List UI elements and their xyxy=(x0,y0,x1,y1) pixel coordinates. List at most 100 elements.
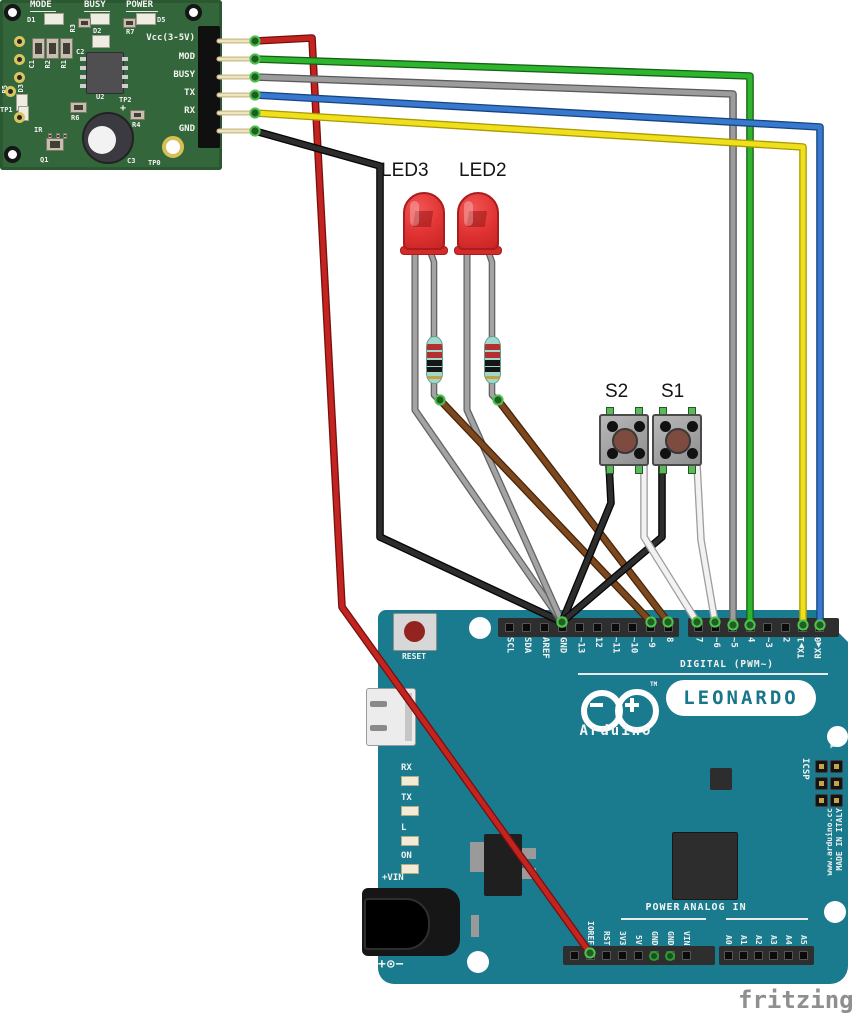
logo-minus-icon xyxy=(590,703,603,707)
arduino-wordmark: Arduino xyxy=(579,723,653,739)
mounting-hole xyxy=(467,951,489,973)
ic-pin xyxy=(122,84,128,88)
mounting-hole xyxy=(162,136,184,158)
silkscreen-line xyxy=(578,673,828,675)
smd-chip xyxy=(48,133,52,139)
smd-chip xyxy=(92,35,110,48)
wire-connector-ring xyxy=(645,616,657,628)
smd-chip xyxy=(70,102,87,113)
s2-label: S2 xyxy=(605,381,629,402)
module-silkscreen-R7: R7 xyxy=(126,28,135,36)
gnd-pin-dot xyxy=(649,950,659,961)
status-led-label-ON: ON xyxy=(401,851,412,861)
mcu-chip xyxy=(672,832,738,900)
via-hole xyxy=(14,112,25,123)
smd-chip xyxy=(78,18,91,28)
pin-AREF xyxy=(539,623,549,632)
wire-connector-ring xyxy=(249,71,261,83)
via-hole xyxy=(5,86,16,97)
smd-chip xyxy=(46,38,59,59)
module-silkscreen-MODE: MODE xyxy=(30,0,52,10)
status-led-label-TX: TX xyxy=(401,793,412,803)
pin-5V xyxy=(633,951,643,960)
icsp-pin xyxy=(815,794,828,807)
pin-label-GND: GND xyxy=(666,930,675,945)
button-corner-pin xyxy=(634,421,645,432)
pin-label-~10: ~10 xyxy=(628,637,639,654)
status-led-chip-ON xyxy=(401,864,419,874)
module-silkscreen-C3: C3 xyxy=(127,157,136,165)
module-pin-label-gnd: GND xyxy=(178,124,195,134)
ic-pin xyxy=(80,75,86,79)
pin-label-A3: A3 xyxy=(769,935,778,945)
digital-header-a xyxy=(498,618,679,637)
fritzing-watermark: fritzing xyxy=(738,986,854,1014)
icsp-pin xyxy=(815,760,828,773)
wire-connector-ring xyxy=(492,394,504,406)
smd-led xyxy=(136,13,156,25)
pin-label-SCL: SCL xyxy=(504,637,515,654)
wire-connector-ring xyxy=(556,616,568,628)
button-corner-pin xyxy=(687,421,698,432)
silkscreen-line xyxy=(84,11,110,12)
wire-connector-ring xyxy=(814,619,826,631)
smd-led xyxy=(44,13,64,25)
pin-label-~6: ~6 xyxy=(710,637,721,648)
pin-label-~11: ~11 xyxy=(610,637,621,654)
smd-chip xyxy=(60,38,73,59)
button-corner-pin xyxy=(607,448,618,459)
regulator-pin xyxy=(522,848,536,859)
status-led-chip-RX xyxy=(401,776,419,786)
wire-connector-ring xyxy=(434,394,446,406)
pin-label-A5: A5 xyxy=(799,935,808,945)
power-jack-opening xyxy=(364,898,430,950)
module-silkscreen-TP0: TP0 xyxy=(148,159,161,167)
icsp-pin xyxy=(830,777,843,790)
status-led-label-L: L xyxy=(401,823,407,833)
button-body xyxy=(599,414,649,466)
module-silkscreen-C2: C2 xyxy=(76,48,85,56)
pin-label-A2: A2 xyxy=(754,935,763,945)
wire-connector-ring xyxy=(727,619,739,631)
pin-label-VIN: VIN xyxy=(682,930,691,945)
smd-chip xyxy=(123,18,136,28)
smd-chip xyxy=(63,133,67,139)
module-pin-label-tx: TX xyxy=(184,88,195,98)
status-led-chip-TX xyxy=(401,806,419,816)
pin-label-7: 7 xyxy=(693,637,704,643)
pin-label-GND: GND xyxy=(557,637,568,654)
pin-label-A0: A0 xyxy=(724,935,733,945)
wire-connector-ring xyxy=(249,125,261,137)
mounting-hole xyxy=(824,901,846,923)
usb-pin xyxy=(370,725,387,731)
mounting-hole xyxy=(469,617,491,639)
pin-A3 xyxy=(768,951,778,960)
silkscreen-line xyxy=(621,918,706,920)
ic-pin xyxy=(122,66,128,70)
gnd-pin-dot xyxy=(665,950,675,961)
module-silkscreen-IR: IR xyxy=(34,126,43,134)
wire-connector-ring xyxy=(744,619,756,631)
pin-2 xyxy=(780,623,790,632)
smd-chip xyxy=(130,110,145,120)
via-hole xyxy=(14,54,25,65)
led3-label: LED3 xyxy=(381,160,429,181)
pin-SDA xyxy=(522,623,532,632)
module-pin-label-mod: MOD xyxy=(178,52,195,62)
regulator-pad xyxy=(470,842,484,872)
wire-connector-ring xyxy=(797,619,809,631)
button-corner-pin xyxy=(660,448,671,459)
led3-bulb xyxy=(403,192,445,250)
wire-connector-ring xyxy=(249,107,261,119)
analog-header xyxy=(719,946,814,965)
power-jack xyxy=(362,888,460,956)
digital-caption: DIGITAL (PWM~) xyxy=(679,659,775,670)
module-silkscreen-R4: R4 xyxy=(132,121,141,129)
usb-pin xyxy=(370,701,387,707)
button-cap xyxy=(612,428,638,454)
via-hole xyxy=(14,72,25,83)
icsp-pin xyxy=(815,777,828,790)
silkscreen-line xyxy=(726,918,808,920)
pin-label-~9: ~9 xyxy=(646,637,657,648)
